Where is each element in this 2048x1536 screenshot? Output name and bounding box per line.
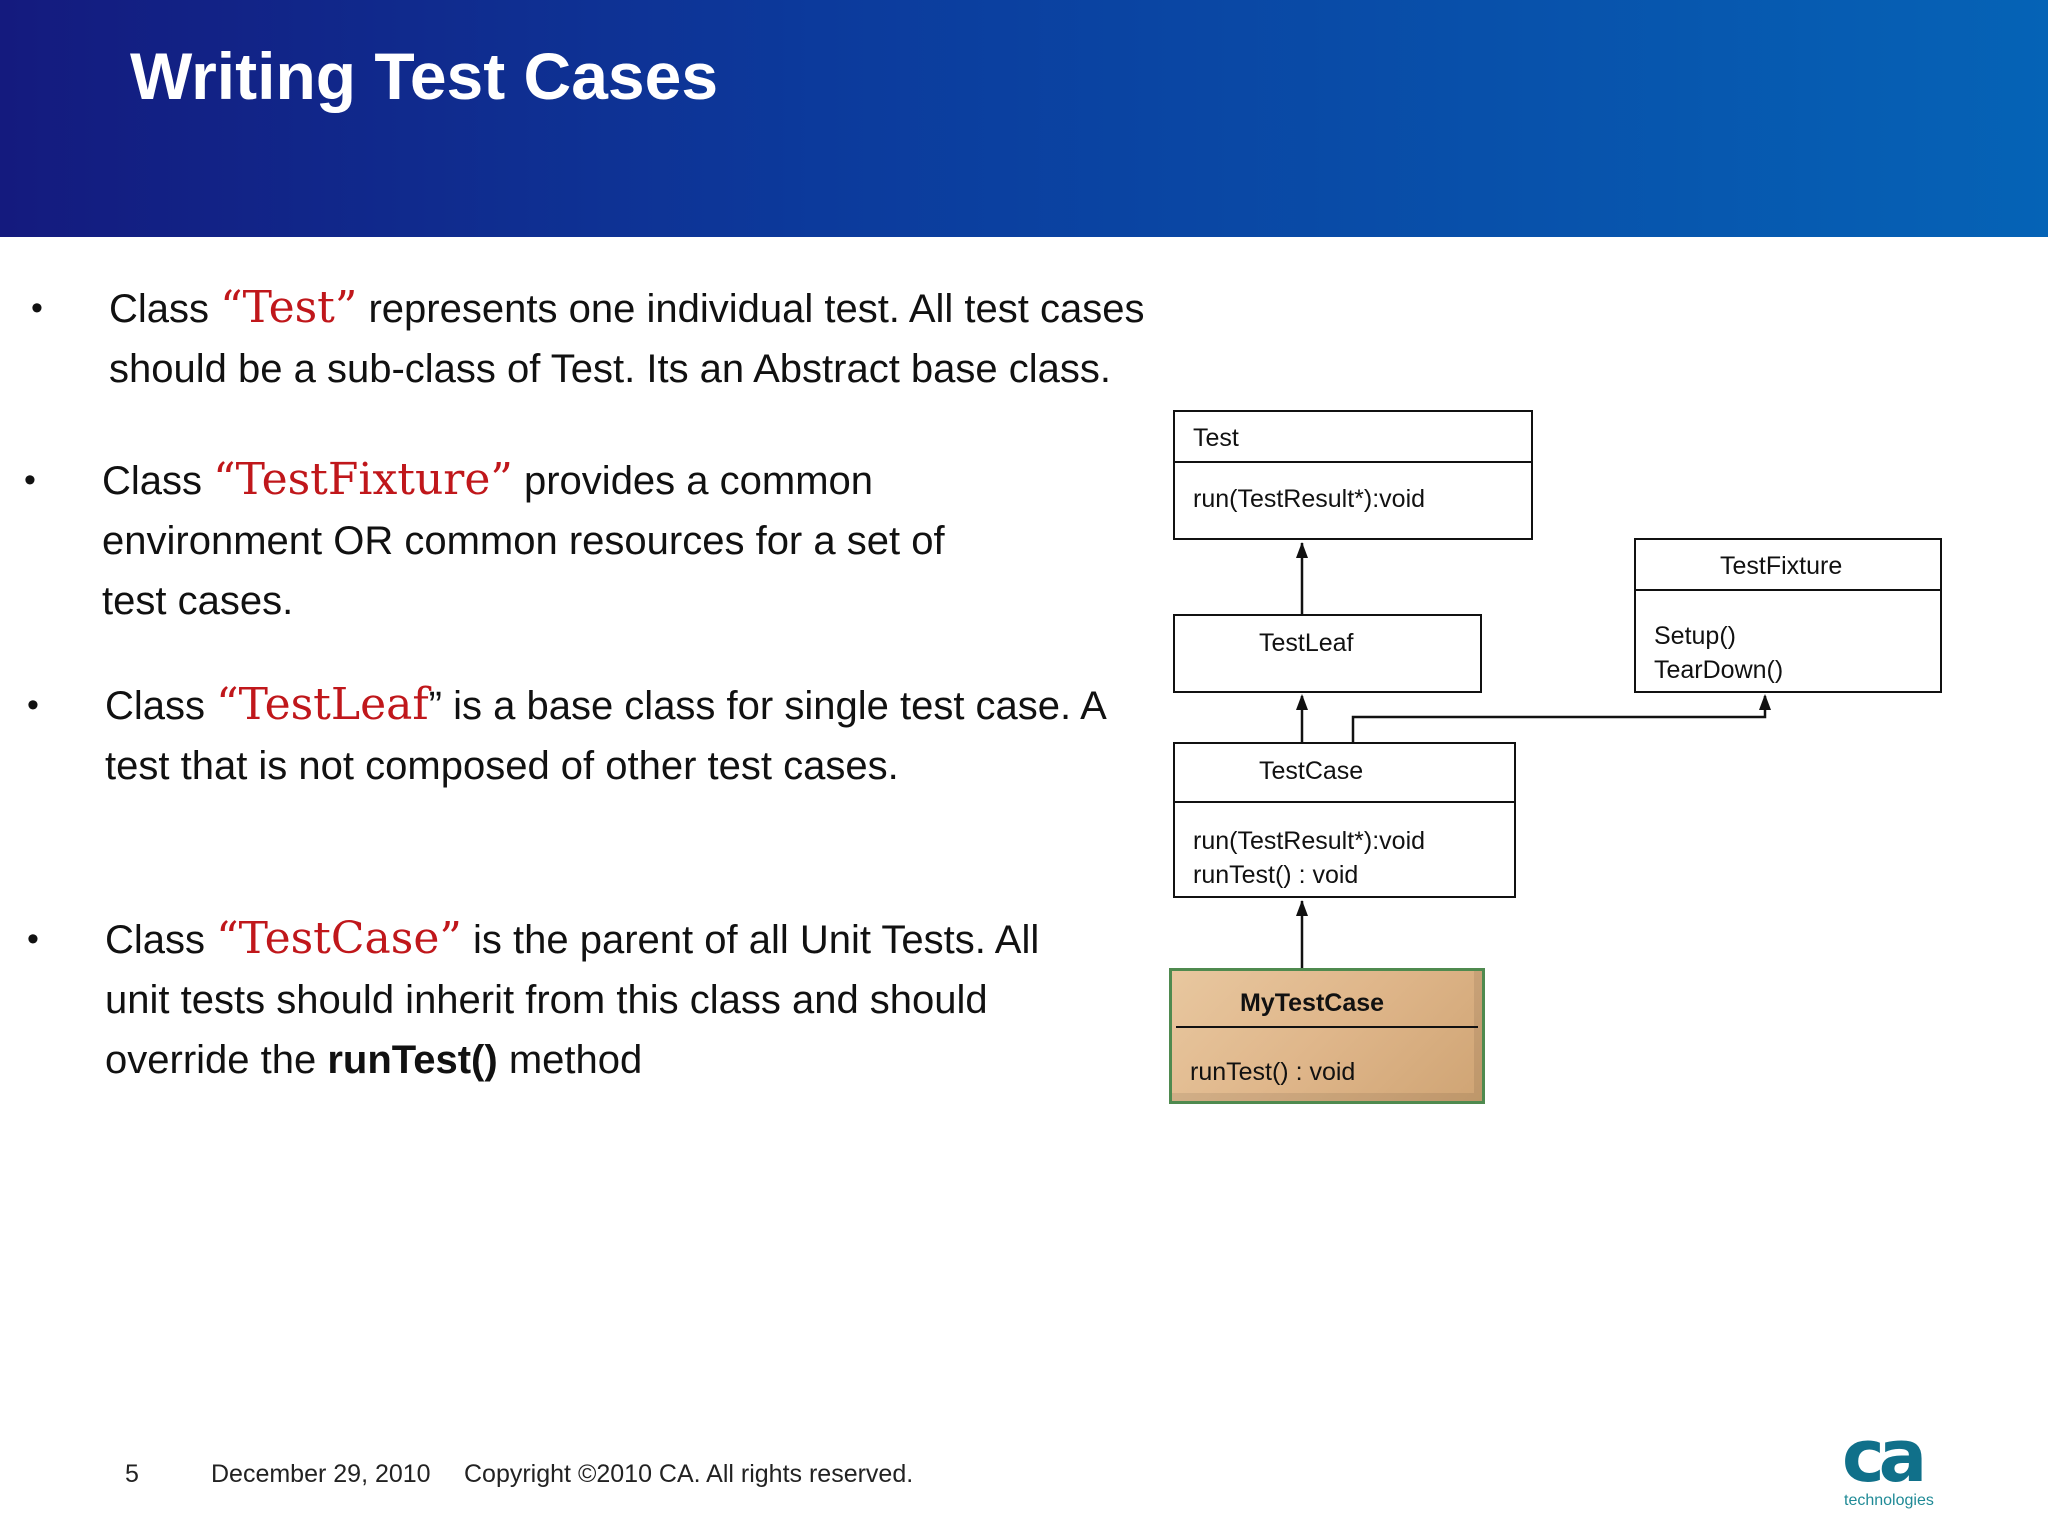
bullet-text: provides a common	[512, 459, 874, 503]
uml-class-testleaf: TestLeaf	[1173, 614, 1482, 693]
uml-divider	[1175, 801, 1514, 803]
uml-operation: runTest() : void	[1190, 1058, 1356, 1086]
bullet-line: Class “TestLeaf” is a base class for sin…	[105, 675, 1107, 736]
bullet-line: Class “Test” represents one individual t…	[109, 278, 1144, 339]
bullet-dot: •	[31, 289, 43, 327]
uml-operation: Setup()	[1654, 622, 1736, 650]
class-word: Class	[105, 918, 217, 962]
arrowhead	[1759, 694, 1771, 710]
bullet-dot: •	[27, 920, 39, 958]
bullet-text: represents one individual test. All test…	[357, 287, 1145, 331]
class-name-highlight: “TestFixture”	[213, 454, 513, 505]
uml-operations: run(TestResult*):void runTest() : void	[1193, 824, 1425, 892]
bullet-text: method	[497, 1038, 643, 1082]
page-number: 5	[125, 1460, 139, 1488]
arrow-testcase-to-testfixture	[1351, 696, 1767, 742]
uml-class-testfixture: TestFixture Setup() TearDown()	[1634, 538, 1942, 693]
uml-operations: run(TestResult*):void	[1193, 482, 1425, 516]
method-name: runTest()	[327, 1038, 498, 1082]
bullet-testfixture: • Class “TestFixture” provides a common …	[24, 450, 945, 631]
bullet-text: override the	[105, 1038, 328, 1082]
class-word: Class	[109, 287, 221, 331]
arrowhead	[1296, 900, 1308, 916]
bullet-line: Class “TestCase” is the parent of all Un…	[105, 909, 1039, 970]
ca-technologies-logo: ca technologies	[1842, 1420, 1952, 1510]
uml-divider	[1636, 589, 1940, 591]
bullet-line: should be a sub-class of Test. Its an Ab…	[109, 347, 1112, 391]
uml-class-testcase: TestCase run(TestResult*):void runTest()…	[1173, 742, 1516, 898]
class-name-highlight: “Test”	[220, 282, 358, 333]
class-name-highlight: “TestLeaf	[216, 679, 429, 730]
logo-word: technologies	[1844, 1492, 1934, 1509]
bullet-text: is the parent of all Unit Tests. All	[461, 918, 1040, 962]
logo-mark: ca	[1842, 1414, 1927, 1498]
uml-operation: run(TestResult*):void	[1193, 485, 1426, 513]
uml-operations: Setup() TearDown()	[1654, 619, 1783, 687]
bullet-line: override the runTest() method	[105, 1030, 1039, 1090]
uml-class-name: Test	[1193, 424, 1239, 452]
footer-date: December 29, 2010	[211, 1460, 431, 1488]
uml-divider	[1175, 461, 1531, 463]
uml-class-name: MyTestCase	[1240, 989, 1385, 1017]
uml-operation: run(TestResult*):void	[1193, 827, 1426, 855]
uml-class-test: Test run(TestResult*):void	[1173, 410, 1533, 540]
bullet-line: Class “TestFixture” provides a common	[102, 450, 945, 511]
uml-class-name: TestFixture	[1720, 552, 1843, 580]
class-word: Class	[105, 684, 217, 728]
bullet-text: ” is a base class for single test case. …	[428, 684, 1107, 728]
class-name-highlight: “TestCase”	[216, 913, 462, 964]
uml-operations: runTest() : void	[1190, 1055, 1355, 1089]
bullet-dot: •	[27, 686, 39, 724]
uml-divider	[1176, 1026, 1478, 1028]
header-banner	[0, 0, 2048, 237]
uml-operation: TearDown()	[1654, 656, 1784, 684]
bullet-testleaf: • Class “TestLeaf” is a base class for s…	[27, 675, 1107, 796]
bullet-line: environment OR common resources for a se…	[102, 519, 945, 563]
uml-operation: runTest() : void	[1193, 861, 1359, 889]
arrowhead	[1296, 694, 1308, 710]
footer-copyright: Copyright ©2010 CA. All rights reserved.	[464, 1460, 914, 1488]
bullet-line: test that is not composed of other test …	[105, 744, 899, 788]
uml-class-name: TestLeaf	[1259, 629, 1354, 657]
uml-class-mytestcase: MyTestCase runTest() : void	[1169, 968, 1485, 1104]
bullet-line: test cases.	[102, 579, 294, 623]
bullet-test: • Class “Test” represents one individual…	[31, 278, 1144, 399]
slide-title: Writing Test Cases	[130, 39, 719, 113]
uml-class-name: TestCase	[1259, 757, 1364, 785]
class-word: Class	[102, 459, 214, 503]
bullet-dot: •	[24, 461, 36, 499]
arrowhead	[1296, 542, 1308, 558]
bullet-testcase: • Class “TestCase” is the parent of all …	[27, 909, 1039, 1090]
bullet-line: unit tests should inherit from this clas…	[105, 978, 988, 1022]
